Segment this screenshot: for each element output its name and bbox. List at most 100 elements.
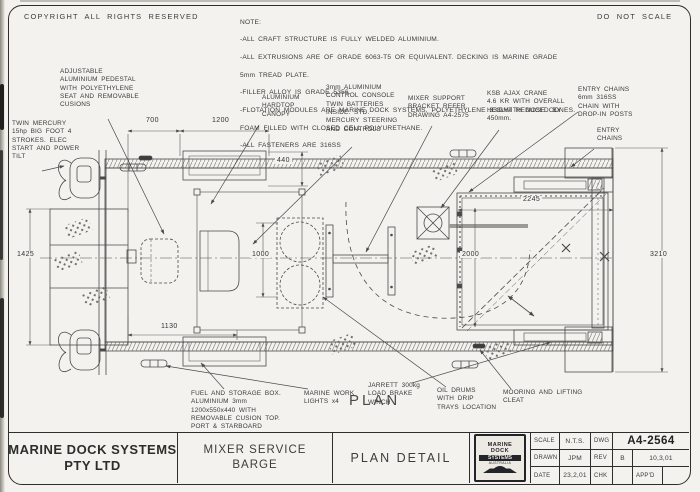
sheet-title: PLAN DETAIL [350,451,452,466]
drawing-title-cell: MIXER SERVICE BARGE [178,433,333,484]
dimension-lines [26,129,668,373]
annotation-canopy: ALUMINIUM HARDTOP CANOPY [262,94,300,118]
dim-1000: 1000 [250,251,272,258]
bow-block-port [564,147,613,179]
scale-label: SCALE [531,433,560,450]
dim-1425: 1425 [15,251,37,258]
drop-in-post [457,247,462,253]
annotation-entry-chains-2: ENTRY CHAINS [597,127,623,143]
oil-drum [279,221,321,263]
winch-rail-starboard-inner [523,332,587,342]
bolt [390,233,393,237]
sheet-title-cell: PLAN DETAIL [333,433,470,484]
annotation-mercury-motors: TWIN MERCURY 15hp BIG FOOT 4 STROKES. EL… [12,120,80,161]
info-row-drawn: DRAWN JPM REV B 10,3,01 [531,450,689,468]
annotation-winch: JARRETT 300kg LOAD BRAKE WINCH [368,382,421,406]
work-light [140,359,168,368]
annotation-console: 3mm ALUMINIUM CONTROL CONSOLE TWIN BATTE… [326,84,398,133]
logo-text: MARINE [487,442,513,449]
scan-blob [0,150,3,260]
drop-in-post [457,211,462,217]
drawing-title-2: BARGE [232,459,278,472]
work-light [449,149,477,158]
drawn-value: JPM [560,450,591,467]
mixer-bracket-beam [332,254,389,264]
appd-label: APP'D [633,467,663,485]
appd-value [663,467,689,484]
annotation-entry-chains: ENTRY CHAINS 6mm 316SS CHAIN WITH DROP-I… [578,86,633,118]
pontoon-port [104,158,614,169]
drawing-border-frame [8,5,691,485]
note-line: -FILLER ALLOY IS GRADE 5356. [240,89,351,97]
chk-label: CHK [591,467,613,485]
boom-hook [561,243,571,253]
tread-plate-texture [53,153,513,362]
bow-block-starboard [564,326,613,373]
dwg-label: DWG [591,433,613,450]
outboard-motor [58,157,106,200]
bolt [390,285,393,289]
rev-value: B [613,450,633,467]
working-deck [456,192,609,331]
note-line: 5mm TREAD PLATE. [240,71,310,79]
rev-label: REV [591,450,613,467]
oil-drum [279,264,321,306]
canopy-post [298,326,306,334]
winch-starboard [587,331,603,344]
copyright-text: COPYRIGHT ALL RIGHTS RESERVED [24,12,199,21]
winch-port [587,178,603,191]
date-value: 23,2,01 [560,467,591,485]
annotation-mooring-cleat: MOORING AND LIFTING CLEAT [503,389,583,405]
crane-base-x [416,206,450,240]
platform-bracket [126,249,137,264]
swing-arrow [507,295,535,317]
dim-2245: 2245 [521,196,543,203]
notes-title: NOTE: [240,18,262,26]
chk-value [613,467,633,485]
stern-platform [49,208,129,346]
canopy-outline [196,191,303,331]
rev-date: 10,3,01 [649,454,673,462]
scan-edge-top [20,0,680,2]
note-line: -FLOTATION MODULES ARE MARINE DOCK SYSTE… [240,107,576,115]
drawn-label: DRAWN [531,450,560,467]
dim-1200: 1200 [210,117,232,124]
outboard-motor [58,329,106,372]
bolt [328,231,331,235]
fuel-box-port-inner [188,155,261,176]
title-block: MARINE DOCK SYSTEMS PTY LTD MIXER SERVIC… [8,432,689,485]
winch-rail-port-inner [523,180,587,190]
canopy-post [193,326,201,334]
annotation-fuel-box: FUEL AND STORAGE BOX. ALUMINIUM 3mm 1200… [191,390,281,431]
drip-tray [276,217,324,309]
fuel-box-starboard-inner [188,341,261,362]
work-light [451,360,479,369]
info-row-scale: SCALE N.T.S. DWG A4-2564 [531,433,689,451]
leader-lines [41,111,595,390]
note-line: -ALL CRAFT STRUCTURE IS FULLY WELDED ALU… [240,36,440,44]
working-deck-inner [461,197,604,326]
annotation-crane: KSB AJAX CRANE 4.6 KR WITH OVERALL HEIGH… [487,90,565,122]
dim-2000: 2000 [460,251,482,258]
bolt [328,287,331,291]
dim-3210: 3210 [648,251,670,258]
cleat-logo-icon [483,466,517,474]
canopy-post [298,188,306,196]
company-logo: MARINE DOCK SYSTEMS AUSTRALIA [474,434,526,483]
dim-700: 700 [144,117,161,124]
logo-text: AUSTRALIA [488,461,512,466]
scan-blob [0,298,4,418]
control-console [199,230,240,292]
annotation-mixer-bracket: MIXER SUPPORT BRACKET REFER DRAWING A4-2… [408,95,469,119]
boom-hook [599,251,610,262]
drop-in-post [457,283,462,289]
mooring-cleat [138,155,486,349]
notes-block: NOTE: -ALL CRAFT STRUCTURE IS FULLY WELD… [240,10,575,160]
note-line: FOAM FILLED WITH CLOSED CELL POLYURETHAN… [240,124,423,132]
annotation-work-lights: MARINE WORK LIGHTS x4 [304,390,355,406]
dwg-number: A4-2564 [627,435,675,448]
logo-text: SYSTEMS [479,454,521,462]
do-not-scale-text: DO NOT SCALE [597,12,673,21]
